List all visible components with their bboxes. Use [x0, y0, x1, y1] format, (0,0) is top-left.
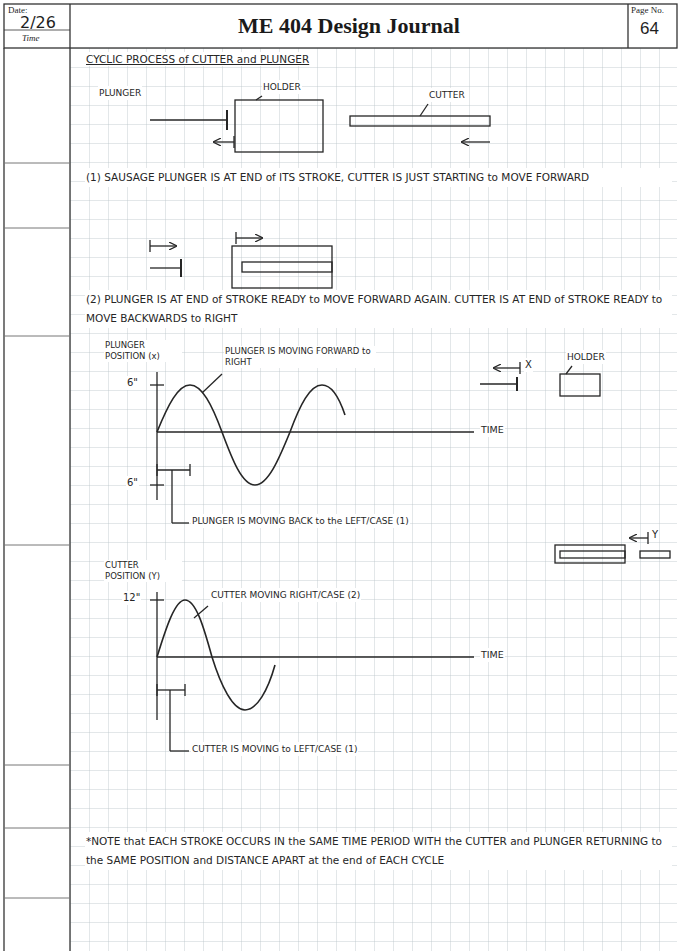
- dimension-symbol: X: [524, 358, 533, 372]
- section-heading: CYCLIC PROCESS of CUTTER and PLUNGER: [85, 52, 310, 66]
- cell-text: 64: [640, 19, 659, 39]
- curve-note: PLUNGER IS MOVING FORWARD to RIGHT: [224, 346, 376, 368]
- axis-label: CUTTER POSITION (Y): [104, 560, 182, 582]
- page-number-cell: Page No. 64: [628, 4, 677, 48]
- cell-text: Page No.: [631, 5, 664, 15]
- curve-note: CUTTER MOVING RIGHT/CASE (2): [210, 588, 361, 602]
- dimension: 12": [122, 591, 141, 605]
- page-frame: [4, 4, 677, 951]
- journal-title: ME 404 Design Journal: [70, 4, 628, 48]
- plunger-position-graph: [150, 372, 474, 523]
- sketch-case-1: [150, 96, 490, 152]
- sketch-case-2: [150, 232, 332, 288]
- axis-label: TIME: [480, 648, 505, 662]
- part-name: HOLDER: [262, 80, 302, 94]
- curve-note: PLUNGER IS MOVING BACK to the LEFT/CASE …: [191, 514, 410, 528]
- plunger-holder-sketch: [480, 362, 600, 396]
- grid-paper: [70, 48, 677, 951]
- date-cell: Date:2/26Time: [4, 4, 70, 48]
- axis-label: TIME: [480, 423, 505, 437]
- note-text: *NOTE that EACH STROKE OCCURS IN the SAM…: [85, 832, 672, 870]
- cell-text: 2/26: [20, 13, 56, 32]
- curve-note: CUTTER IS MOVING to LEFT/CASE (1): [191, 742, 358, 756]
- cell-text: Time: [22, 33, 40, 43]
- part-name: PLUNGER: [98, 86, 142, 100]
- case-note: (2) PLUNGER IS AT END of STROKE READY to…: [85, 290, 672, 328]
- cutter-position-graph: [150, 592, 474, 751]
- dimension-symbol: Y: [651, 528, 659, 542]
- axis-label: PLUNGER POSITION (x): [104, 340, 182, 362]
- case-note: (1) SAUSAGE PLUNGER IS AT END of ITS STR…: [85, 168, 672, 187]
- dimension: 6": [126, 376, 139, 390]
- margin-row-lines: [4, 163, 70, 898]
- part-name: CUTTER: [428, 88, 466, 102]
- part-name: HOLDER: [566, 350, 606, 364]
- dimension: 6": [126, 476, 139, 490]
